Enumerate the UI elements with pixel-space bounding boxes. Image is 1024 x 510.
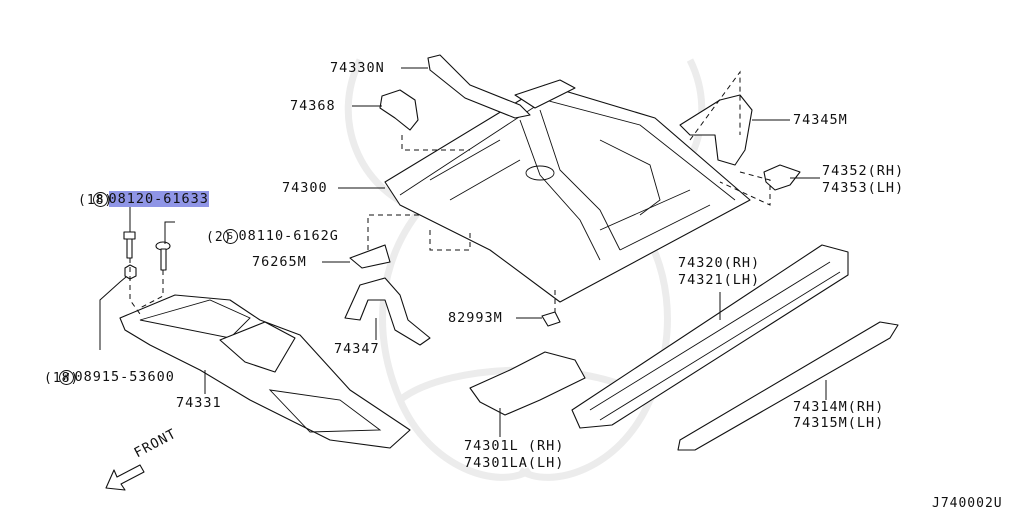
label-74353: 74353(LH) <box>822 180 905 196</box>
front-arrow-icon <box>105 464 145 491</box>
label-74368: 74368 <box>290 98 336 114</box>
label-74352: 74352(RH) <box>822 163 905 179</box>
sill-outer-74314M-74315M[interactable] <box>677 321 899 451</box>
screw-prefix-badge: S <box>222 229 238 244</box>
floor-extension-74331[interactable] <box>119 294 411 449</box>
bolt-part-number[interactable]: 08120-61633 <box>108 191 209 207</box>
screw-part-number: 08110-6162G <box>238 228 339 244</box>
label-82993M: 82993M <box>448 310 503 326</box>
label-74320: 74320(RH) <box>678 255 761 271</box>
screw-quantity: (2) <box>206 230 233 245</box>
label-76265M: 76265M <box>252 254 307 270</box>
screw-icon[interactable] <box>155 241 171 271</box>
label-74347: 74347 <box>334 341 380 357</box>
label-74345M: 74345M <box>793 112 848 128</box>
bolt-icon[interactable] <box>123 231 136 259</box>
washer-quantity: (18) <box>44 371 80 386</box>
bracket-74345M[interactable] <box>679 94 753 166</box>
diagram-code: J740002U <box>932 496 1003 510</box>
member-74301L[interactable] <box>469 351 586 416</box>
label-74321: 74321(LH) <box>678 272 761 288</box>
support-74347[interactable] <box>344 277 431 346</box>
label-74330N: 74330N <box>330 60 385 76</box>
label-74301L: 74301L (RH) <box>464 438 565 454</box>
bolt-prefix-badge: B <box>92 192 108 207</box>
bolt-quantity: (18) <box>78 193 114 208</box>
label-74314M: 74314M(RH) <box>793 399 885 415</box>
label-74301LA: 74301LA(LH) <box>464 455 565 471</box>
label-74300: 74300 <box>282 180 328 196</box>
bracket-76265M[interactable] <box>349 244 391 269</box>
label-74331: 74331 <box>176 395 222 411</box>
clip-82993M[interactable] <box>541 311 561 327</box>
bracket-74368[interactable] <box>379 89 419 131</box>
bracket-74352-74353[interactable] <box>763 164 801 191</box>
cross-member-74330N[interactable] <box>427 54 576 119</box>
washer-part-number: 08915-53600 <box>74 369 175 385</box>
label-74315M: 74315M(LH) <box>793 415 885 431</box>
washer-prefix-badge: W <box>58 370 74 385</box>
sill-inner-74320-74321[interactable] <box>571 244 849 429</box>
